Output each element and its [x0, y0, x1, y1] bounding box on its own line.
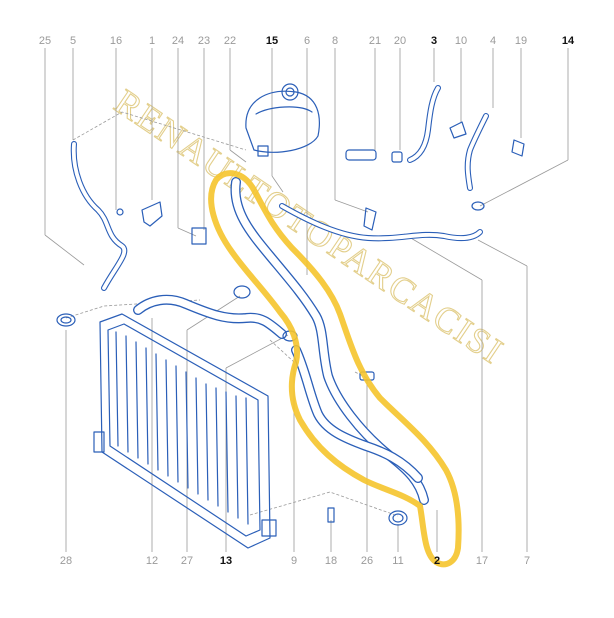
callout-15: 15 — [266, 35, 278, 47]
callout-12: 12 — [146, 555, 158, 567]
callout-27: 27 — [181, 555, 193, 567]
callout-1: 1 — [149, 35, 155, 47]
callout-20: 20 — [394, 35, 406, 47]
callout-4: 4 — [490, 35, 496, 47]
callout-18: 18 — [325, 555, 337, 567]
callout-25: 25 — [39, 35, 51, 47]
callout-16: 16 — [110, 35, 122, 47]
radiator-fins — [115, 331, 249, 525]
callout-22: 22 — [224, 35, 236, 47]
callout-13: 13 — [220, 555, 232, 567]
callout-17: 17 — [476, 555, 488, 567]
top-callouts: 25 5 16 1 24 23 22 15 6 8 21 20 3 10 4 1… — [39, 35, 575, 47]
callout-23: 23 — [198, 35, 210, 47]
radiator — [93, 313, 277, 549]
callout-5: 5 — [70, 35, 76, 47]
hose-3 — [407, 85, 441, 163]
bottom-callouts: 28 12 27 13 9 18 26 11 2 17 7 — [60, 555, 530, 567]
callout-28: 28 — [60, 555, 72, 567]
bracket-24 — [191, 227, 207, 245]
callout-6: 6 — [304, 35, 310, 47]
callout-11: 11 — [392, 555, 403, 567]
callout-9: 9 — [291, 555, 297, 567]
callout-26: 26 — [361, 555, 373, 567]
watermark-text: RENAULTOTOPARCACISI — [108, 81, 512, 371]
part-2-highlight-outline — [208, 170, 462, 568]
callout-2: 2 — [434, 555, 440, 567]
hose-5 — [70, 141, 128, 291]
callout-19: 19 — [515, 35, 527, 47]
expansion-tank — [245, 83, 320, 157]
sensor-1 — [116, 201, 163, 227]
leader-lines — [44, 48, 569, 275]
fittings-10-4-19-14 — [449, 113, 525, 191]
hose-12 — [133, 294, 287, 339]
leader-lines-bottom — [65, 233, 528, 552]
callout-24: 24 — [172, 35, 184, 47]
callout-21: 21 — [369, 35, 381, 47]
hose-9 — [291, 345, 423, 483]
callout-8: 8 — [332, 35, 338, 47]
fittings-21-20 — [345, 149, 403, 163]
hose-7 — [279, 203, 483, 242]
callout-3: 3 — [431, 35, 437, 47]
callout-14: 14 — [562, 35, 575, 47]
callout-7: 7 — [524, 555, 530, 567]
callout-10: 10 — [455, 35, 467, 47]
